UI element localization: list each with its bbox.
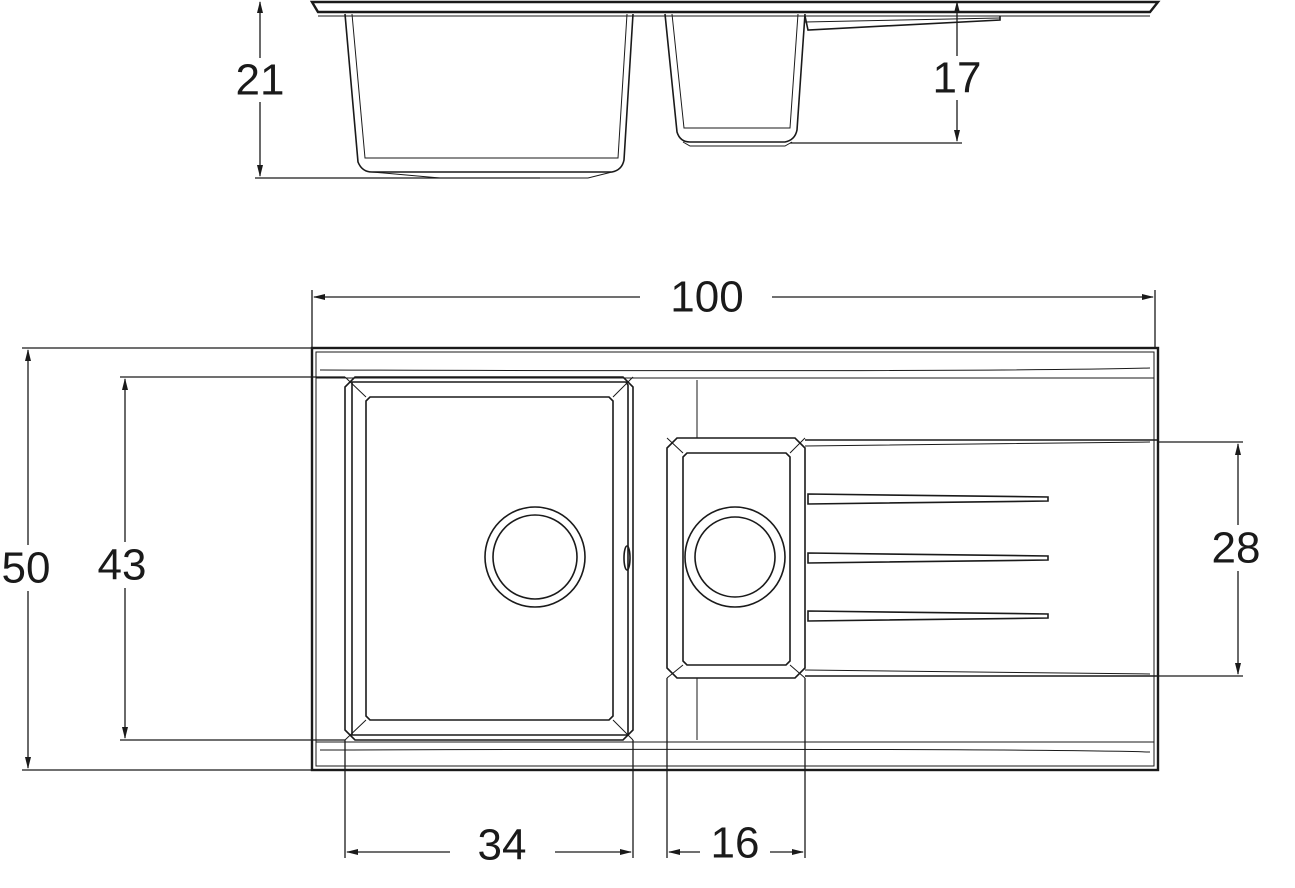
plan-main-bowl [344,376,634,741]
small-bowl-drain [684,506,786,608]
dimension-left-bowl-depth: 21 [232,1,540,179]
drainer-rib [807,610,1049,622]
dimension-overall-width: 100 [311,273,1156,348]
dimension-label: 17 [933,54,982,103]
main-bowl-drain [484,506,586,608]
dimension-label: 16 [711,819,760,868]
dimension-label: 21 [236,56,285,105]
dimension-label: 43 [98,541,147,590]
dimension-label: 100 [670,273,743,322]
dimension-label: 50 [2,544,51,593]
plan-small-bowl [666,437,806,679]
drainer-rib [807,493,1049,505]
dimension-main-bowl-depth: 43 [94,376,345,741]
overflow-slot [623,545,631,571]
side-left-bowl [344,13,634,179]
side-view [309,0,1161,179]
dimension-label: 34 [478,821,527,870]
dimension-overall-depth: 50 [0,347,312,771]
dimension-label: 28 [1212,524,1261,573]
plan-view [310,346,1160,772]
dimension-right-bowl-depth: 17 [790,1,985,144]
dimension-small-bowl-width: 16 [666,678,806,868]
dimension-main-bowl-width: 34 [344,740,634,870]
side-right-bowl [664,13,806,147]
drainer-rib [807,552,1049,564]
dimension-small-bowl-depth: 28 [1158,441,1266,677]
plan-drainer [804,439,1158,677]
